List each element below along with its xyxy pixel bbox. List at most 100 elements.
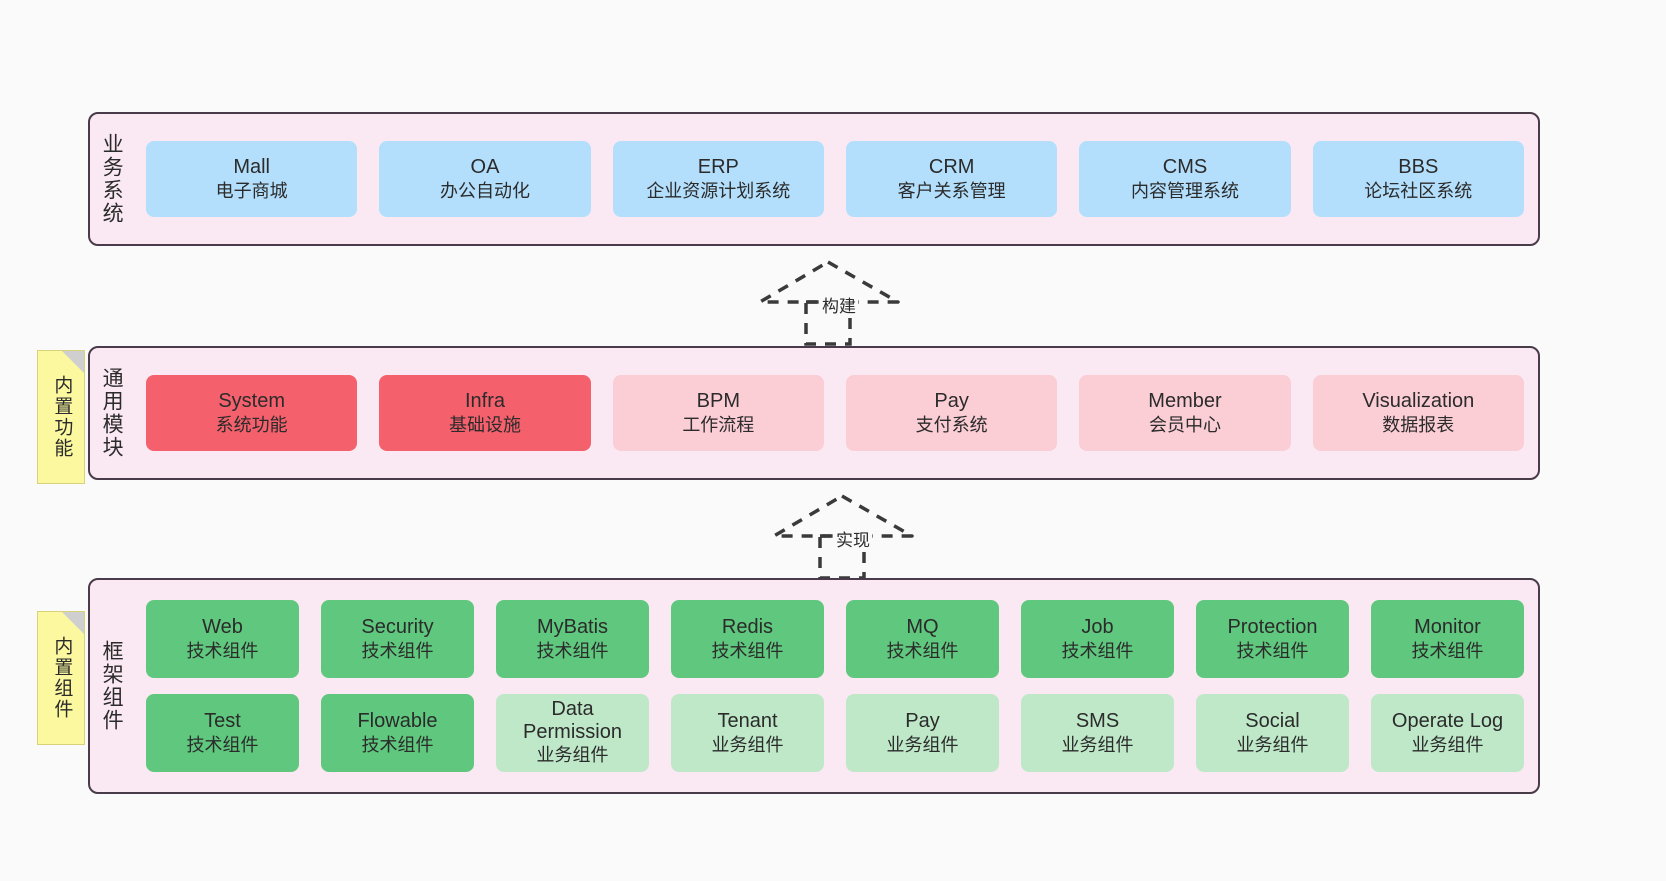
card-row: Web 技术组件 Security 技术组件 MyBatis 技术组件 Redi… — [146, 600, 1524, 678]
card-title: Tenant — [717, 709, 778, 732]
card-title: CRM — [928, 155, 975, 178]
card-infra[interactable]: Infra 基础设施 — [379, 375, 591, 451]
card-bbs[interactable]: BBS 论坛社区系统 — [1312, 141, 1524, 217]
card-subtitle: 支付系统 — [915, 415, 988, 436]
card-data-permission[interactable]: Data Permission 业务组件 — [496, 694, 649, 772]
card-title: SMS — [1075, 709, 1120, 732]
card-member[interactable]: Member 会员中心 — [1079, 375, 1291, 451]
card-row: Test 技术组件 Flowable 技术组件 Data Permission … — [146, 694, 1524, 772]
card-subtitle: 业务组件 — [1061, 735, 1134, 756]
layer-business-system[interactable]: 业务系统 Mall 电子商城 OA 办公自动化 ERP 企业资源计划系统 CRM… — [88, 112, 1540, 246]
card-title: Operate Log — [1391, 709, 1504, 732]
card-subtitle: 办公自动化 — [439, 181, 530, 202]
layer-title-framework-component: 框架组件 — [100, 640, 124, 732]
card-title: Test — [204, 709, 241, 732]
card-title: Member — [1148, 389, 1222, 412]
card-web[interactable]: Web 技术组件 — [146, 600, 299, 678]
card-title: Social — [1245, 709, 1300, 732]
sticky-note-builtin-component[interactable]: 内置组件 — [37, 611, 85, 745]
card-title: MyBatis — [536, 615, 609, 638]
card-redis[interactable]: Redis 技术组件 — [671, 600, 824, 678]
card-subtitle: 论坛社区系统 — [1364, 181, 1473, 202]
card-row: System 系统功能 Infra 基础设施 BPM 工作流程 Pay 支付系统… — [146, 375, 1524, 451]
card-title: Mall — [233, 155, 270, 178]
layer-title-business-system: 业务系统 — [100, 133, 124, 225]
card-subtitle: 技术组件 — [536, 641, 609, 662]
card-title: CMS — [1162, 155, 1208, 178]
fold-corner-icon — [62, 351, 84, 373]
card-system[interactable]: System 系统功能 — [146, 375, 358, 451]
card-visualization[interactable]: Visualization 数据报表 — [1312, 375, 1524, 451]
card-title: Web — [202, 615, 243, 638]
card-subtitle: 工作流程 — [682, 415, 755, 436]
card-subtitle: 技术组件 — [186, 735, 259, 756]
layer-title-common-module: 通用模块 — [100, 367, 124, 459]
card-tenant[interactable]: Tenant 业务组件 — [671, 694, 824, 772]
card-subtitle: 技术组件 — [361, 735, 434, 756]
layer-body-common-module: System 系统功能 Infra 基础设施 BPM 工作流程 Pay 支付系统… — [132, 348, 1538, 478]
card-mall[interactable]: Mall 电子商城 — [146, 141, 358, 217]
sticky-note-label: 内置组件 — [51, 636, 73, 720]
connector-implement: 实现 — [772, 492, 922, 580]
card-title: OA — [470, 155, 500, 178]
card-title: Protection — [1227, 615, 1318, 638]
card-erp[interactable]: ERP 企业资源计划系统 — [612, 141, 824, 217]
card-subtitle: 业务组件 — [1236, 735, 1309, 756]
card-flowable[interactable]: Flowable 技术组件 — [321, 694, 474, 772]
card-subtitle: 技术组件 — [1061, 641, 1134, 662]
card-social[interactable]: Social 业务组件 — [1196, 694, 1349, 772]
card-title: System — [218, 389, 285, 412]
card-subtitle: 业务组件 — [886, 735, 959, 756]
card-title: Visualization — [1362, 389, 1475, 412]
card-subtitle: 技术组件 — [711, 641, 784, 662]
card-bpm[interactable]: BPM 工作流程 — [612, 375, 824, 451]
card-title: Data Permission — [523, 698, 622, 744]
card-monitor[interactable]: Monitor 技术组件 — [1371, 600, 1524, 678]
sticky-note-label: 内置功能 — [51, 375, 73, 459]
card-subtitle: 系统功能 — [215, 415, 288, 436]
card-title: BBS — [1398, 155, 1439, 178]
fold-corner-icon — [62, 612, 84, 634]
card-subtitle: 会员中心 — [1148, 415, 1221, 436]
card-cms[interactable]: CMS 内容管理系统 — [1079, 141, 1291, 217]
card-title: Pay — [934, 389, 969, 412]
layer-body-framework-component: Web 技术组件 Security 技术组件 MyBatis 技术组件 Redi… — [132, 580, 1538, 792]
connector-label-implement: 实现 — [834, 526, 872, 551]
card-subtitle: 技术组件 — [186, 641, 259, 662]
card-mq[interactable]: MQ 技术组件 — [846, 600, 999, 678]
card-subtitle: 技术组件 — [1236, 641, 1309, 662]
card-crm[interactable]: CRM 客户关系管理 — [845, 141, 1058, 217]
card-row: Mall 电子商城 OA 办公自动化 ERP 企业资源计划系统 CRM 客户关系… — [146, 141, 1524, 217]
card-sms[interactable]: SMS 业务组件 — [1021, 694, 1174, 772]
card-subtitle: 技术组件 — [886, 641, 959, 662]
card-subtitle: 电子商城 — [215, 181, 288, 202]
card-title: Security — [361, 615, 434, 638]
card-subtitle: 企业资源计划系统 — [646, 181, 791, 202]
card-subtitle: 基础设施 — [448, 415, 521, 436]
card-subtitle: 业务组件 — [1411, 735, 1484, 756]
card-pay-business[interactable]: Pay 业务组件 — [846, 694, 999, 772]
card-subtitle: 技术组件 — [361, 641, 434, 662]
card-title: MQ — [906, 615, 939, 638]
card-title: Infra — [464, 389, 505, 412]
card-protection[interactable]: Protection 技术组件 — [1196, 600, 1349, 678]
card-subtitle: 数据报表 — [1382, 415, 1455, 436]
card-title: BPM — [696, 389, 740, 412]
card-title: Pay — [905, 709, 940, 732]
card-subtitle: 业务组件 — [536, 745, 609, 766]
card-operate-log[interactable]: Operate Log 业务组件 — [1371, 694, 1524, 772]
connector-build: 构建 — [758, 258, 908, 346]
card-pay[interactable]: Pay 支付系统 — [845, 375, 1058, 451]
card-security[interactable]: Security 技术组件 — [321, 600, 474, 678]
card-job[interactable]: Job 技术组件 — [1021, 600, 1174, 678]
card-subtitle: 内容管理系统 — [1130, 181, 1239, 202]
connector-label-build: 构建 — [820, 292, 858, 317]
layer-common-module[interactable]: 通用模块 System 系统功能 Infra 基础设施 BPM 工作流程 Pay… — [88, 346, 1540, 480]
card-oa[interactable]: OA 办公自动化 — [379, 141, 591, 217]
layer-body-business-system: Mall 电子商城 OA 办公自动化 ERP 企业资源计划系统 CRM 客户关系… — [132, 114, 1538, 244]
layer-framework-component[interactable]: 框架组件 Web 技术组件 Security 技术组件 MyBatis 技术组件… — [88, 578, 1540, 794]
card-mybatis[interactable]: MyBatis 技术组件 — [496, 600, 649, 678]
sticky-note-builtin-function[interactable]: 内置功能 — [37, 350, 85, 484]
card-test[interactable]: Test 技术组件 — [146, 694, 299, 772]
